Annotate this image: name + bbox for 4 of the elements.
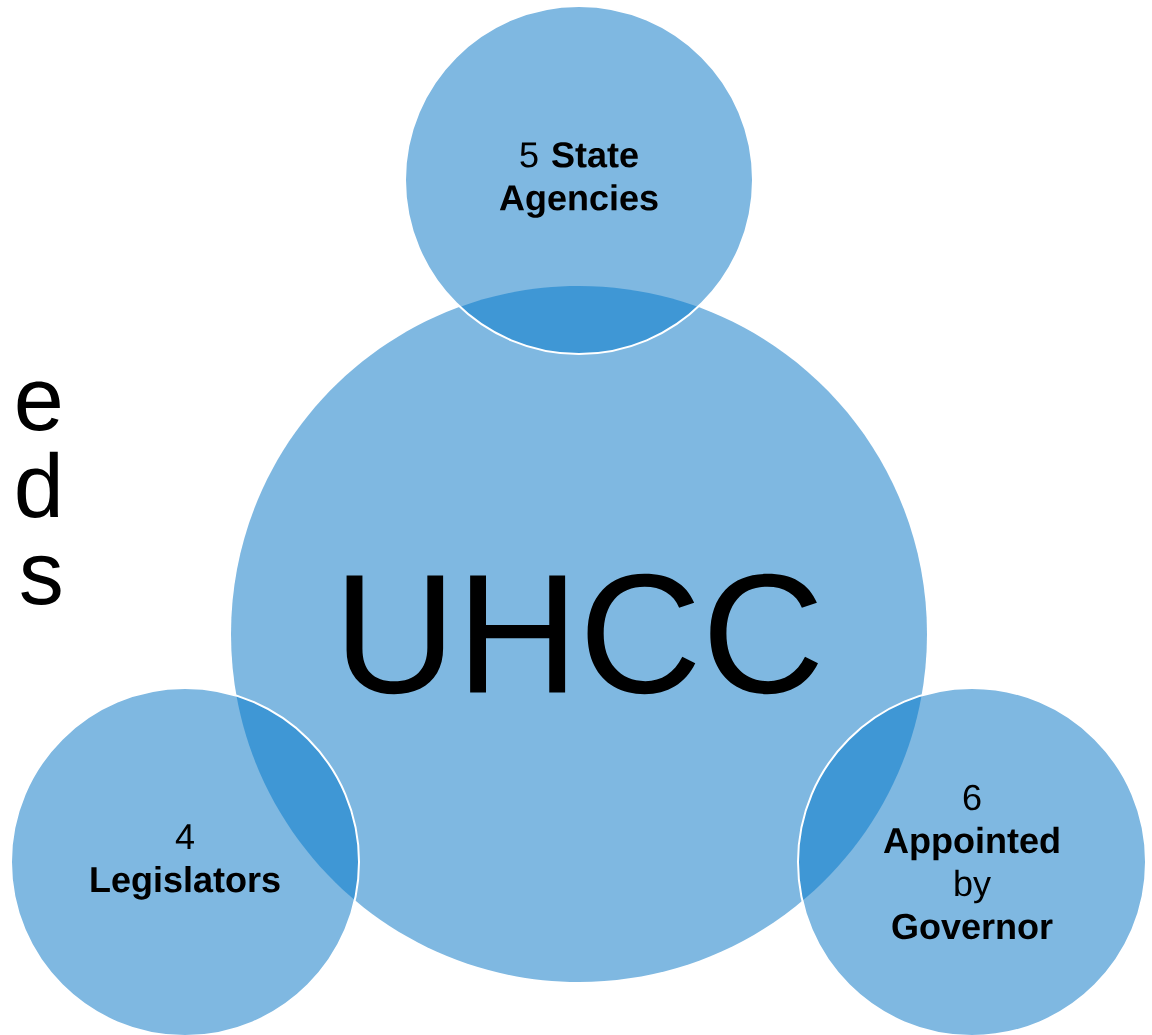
letter: d bbox=[17, 451, 58, 518]
letter: e bbox=[17, 381, 60, 431]
node-label: 5 State Agencies bbox=[499, 142, 658, 218]
letter: s bbox=[21, 555, 61, 605]
